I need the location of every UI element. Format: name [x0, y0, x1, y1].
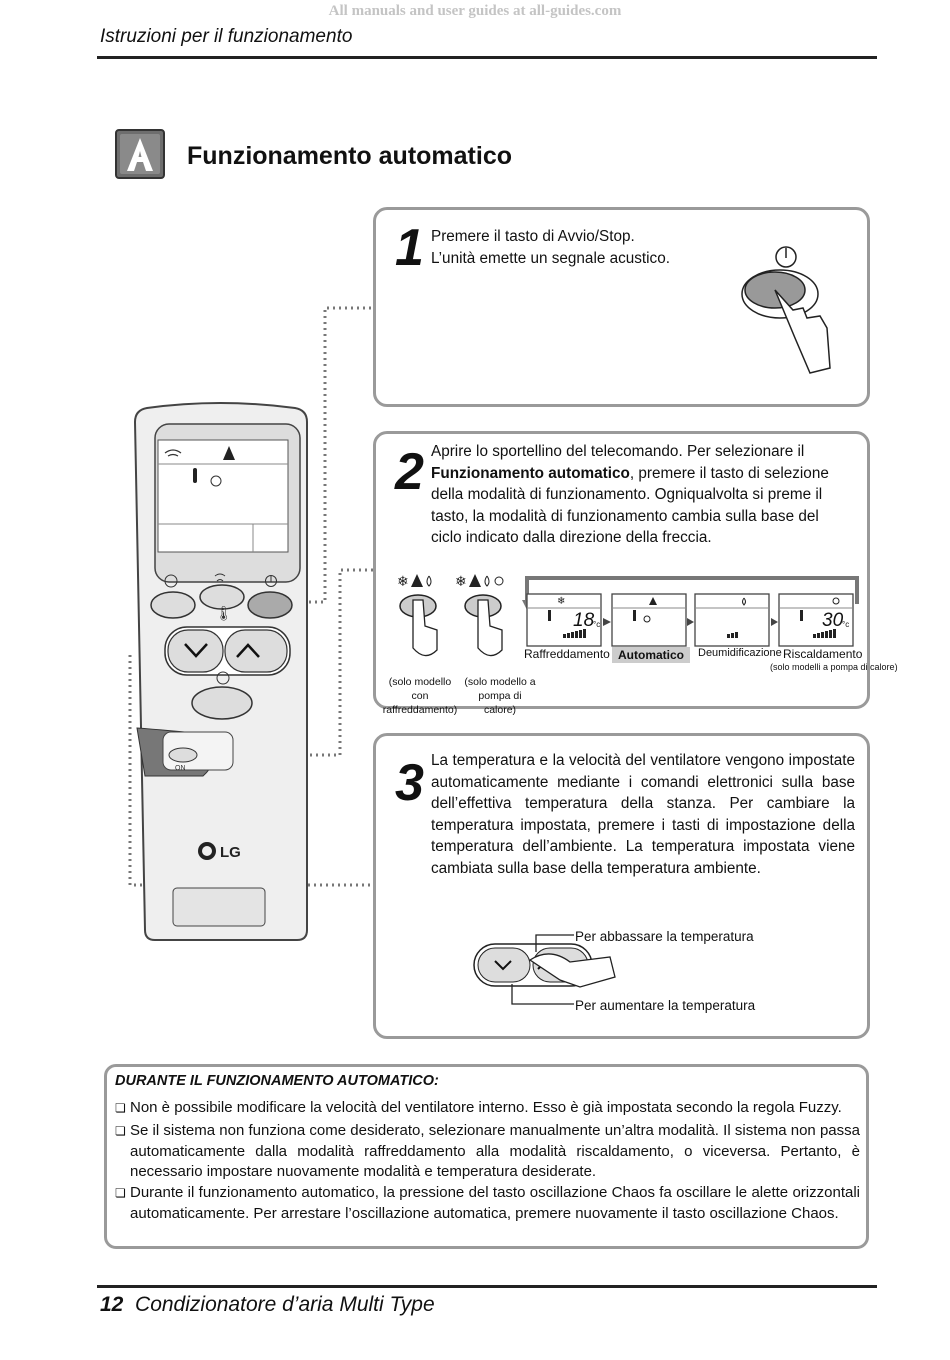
step-1-text: Premere il tasto di Avvio/Stop. L’unità …: [431, 226, 670, 269]
label-raise-temp: Per aumentare la temperatura: [575, 998, 756, 1013]
mode-cycle-illustration: ❄ ❄ ❄ 18 °c 30 °c: [397, 573, 859, 657]
page-number: 12: [100, 1293, 124, 1316]
step-2-text-pre: Aprire lo sportellino del telecomando. P…: [431, 443, 805, 460]
cooling-temp: 18: [573, 610, 595, 631]
section-title: Funzionamento automatico: [187, 142, 512, 170]
step-2-number: 2: [395, 443, 424, 501]
remote-brand-logo: LG: [220, 844, 241, 861]
step-3-number: 3: [395, 754, 424, 812]
mode-label-auto: Automatico: [612, 647, 690, 663]
svg-text:❄: ❄: [397, 573, 409, 589]
step-2-text-post: , premere il tasto di selezione della mo…: [431, 464, 829, 547]
bullet-mark: ❏: [115, 1124, 126, 1138]
header-rule: [97, 56, 877, 59]
step-1-line-2: L’unità emette un segnale acustico.: [431, 249, 670, 267]
note-item-3: ❏ Durante il funzionamento automatico, l…: [115, 1183, 860, 1224]
remote-on-label: ON: [175, 765, 186, 772]
power-button-press-illustration: [741, 246, 831, 374]
note-item-3-text: Durante il funzionamento automatico, la …: [130, 1184, 860, 1222]
notes-box: [104, 1064, 869, 1249]
footer: 12 Condizionatore d’aria Multi Type: [100, 1293, 435, 1317]
step-2-text: Aprire lo sportellino del telecomando. P…: [431, 441, 841, 549]
caption-cooling-model: (solo modello con raffreddamento): [382, 676, 458, 716]
step-3-text: La temperatura e la velocità del ventila…: [431, 752, 855, 877]
heating-note: (solo modelli a pompa di calore): [770, 662, 898, 672]
auto-mode-icon: [115, 129, 165, 179]
mode-icons-heatpump-model: ❄: [455, 573, 504, 589]
label-lower-temp: Per abbassare la temperatura: [575, 929, 754, 944]
footer-rule: [97, 1285, 877, 1288]
bullet-mark: ❏: [115, 1186, 126, 1200]
heating-temp: 30: [822, 610, 844, 631]
svg-text:❄: ❄: [557, 596, 565, 607]
step-3-box: [373, 733, 870, 1039]
svg-text:🌡: 🌡: [215, 605, 233, 621]
mode-icons-cooling-model: ❄: [397, 573, 432, 589]
step-1-number: 1: [395, 219, 424, 277]
heating-temp-unit: °c: [842, 620, 849, 629]
header-title: Istruzioni per il funzionamento: [100, 26, 353, 47]
mode-label-cooling: Raffreddamento: [524, 647, 610, 661]
watermark: All manuals and user guides at all-guide…: [328, 3, 622, 19]
step-2-text-bold: Funzionamento automatico: [431, 464, 630, 482]
footer-title: Condizionatore d’aria Multi Type: [135, 1293, 435, 1316]
step-1-line-1: Premere il tasto di Avvio/Stop.: [431, 228, 635, 245]
notes-title: DURANTE IL FUNZIONAMENTO AUTOMATICO:: [115, 1073, 439, 1089]
svg-text:❄: ❄: [455, 573, 467, 589]
note-item-2-text: Se il sistema non funziona come desidera…: [130, 1122, 860, 1180]
bullet-mark: ❏: [115, 1101, 126, 1115]
note-item-1: ❏ Non è possibile modificare la velocità…: [115, 1098, 860, 1119]
cooling-temp-unit: °c: [593, 620, 600, 629]
mode-label-dehumidify: Deumidificazione: [698, 647, 782, 659]
remote-control-illustration: 🌡 ON LG: [128, 306, 373, 941]
caption-heatpump-model: (solo modello a pompa di calore): [464, 676, 536, 716]
note-item-1-text: Non è possibile modificare la velocità d…: [130, 1099, 842, 1116]
temperature-buttons-illustration: [473, 934, 616, 1005]
note-item-2: ❏ Se il sistema non funziona come deside…: [115, 1121, 860, 1183]
mode-label-heating: Riscaldamento: [783, 647, 863, 661]
